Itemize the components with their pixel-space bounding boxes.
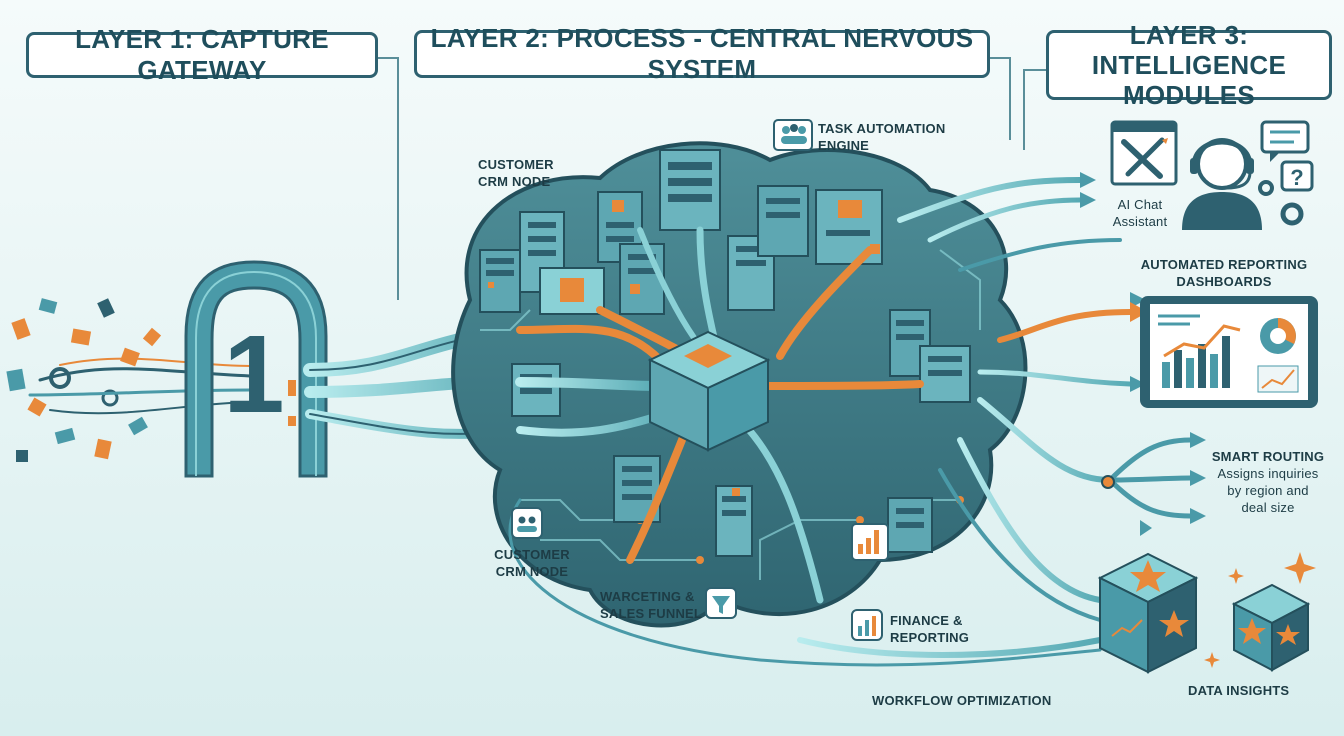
layer-1-title: LAYER 1: CAPTURE GATEWAY <box>26 24 378 85</box>
wrench-pencil-icon <box>1110 120 1178 186</box>
central-processor-cube <box>647 330 771 452</box>
funnel-icon <box>705 587 737 619</box>
layer-3-title-line1: LAYER 3: INTELLIGENCE <box>1091 20 1287 80</box>
output-flows <box>508 177 1193 667</box>
layer-3-title-line2: MODULES <box>1122 80 1256 110</box>
label-workflow-optimization: WORKFLOW OPTIMIZATION <box>872 693 1052 708</box>
star-icon <box>1238 618 1266 644</box>
reporting-dashboard-tablet <box>1140 296 1318 408</box>
gear-icon <box>49 367 71 389</box>
headset-agent-icon <box>1182 138 1262 230</box>
sparkle-icon <box>1204 652 1220 668</box>
line-chart-icon <box>1163 324 1241 358</box>
layer-3-title: LAYER 3: INTELLIGENCE MODULES <box>1046 20 1332 110</box>
gear-icon <box>1258 180 1274 196</box>
label-task-automation-engine: TASK AUTOMATION ENGINE <box>818 121 946 153</box>
label-finance-reporting: FINANCE & REPORTING <box>890 613 970 645</box>
people-icon <box>773 119 813 151</box>
flow-arrowheads <box>1080 172 1206 536</box>
label-marketing-sales-funnel: WARCETING & SALES FUNNEL <box>600 589 703 621</box>
server-towers <box>479 149 971 557</box>
data-insight-cubes <box>1097 552 1316 674</box>
label-ai-chat-assistant: AI Chat Assistant <box>1112 197 1168 229</box>
label-customer-crm-node-top: CUSTOMER CRM NODE <box>478 157 554 189</box>
bar-chart-icon <box>851 523 889 561</box>
star-icon <box>1159 610 1189 637</box>
layer-2-title: LAYER 2: PROCESS - CENTRAL NERVOUS SYSTE… <box>414 23 990 84</box>
input-stream <box>28 357 252 415</box>
chat-bubble-icon <box>1260 120 1310 162</box>
help-bubble-icon: ? <box>1280 160 1314 192</box>
bar-chart-icon <box>851 609 883 641</box>
people-icon <box>511 507 543 539</box>
sparkle-icon <box>1284 552 1316 584</box>
capture-gateway-arch: 1 <box>184 260 328 478</box>
incoming-data-scatter <box>6 298 162 462</box>
central-brain-network <box>451 141 1028 628</box>
gear-icon <box>1280 202 1304 226</box>
sparkle-icon <box>1228 568 1244 584</box>
label-customer-crm-node-bottom: CUSTOMER CRM NODE <box>494 547 570 579</box>
title-connectors <box>378 57 1046 300</box>
star-icon <box>1130 560 1166 592</box>
label-smart-routing: SMART ROUTING Assigns inquiries by regio… <box>1211 449 1325 515</box>
gear-icon <box>101 389 119 407</box>
label-data-insights: DATA INSIGHTS <box>1188 683 1290 698</box>
star-icon <box>1276 624 1300 645</box>
gateway-number-glyph: 1 <box>223 313 284 436</box>
label-automated-reporting-dashboards: AUTOMATED REPORTING DASHBOARDS <box>1140 257 1308 289</box>
svg-text:?: ? <box>1290 165 1303 190</box>
